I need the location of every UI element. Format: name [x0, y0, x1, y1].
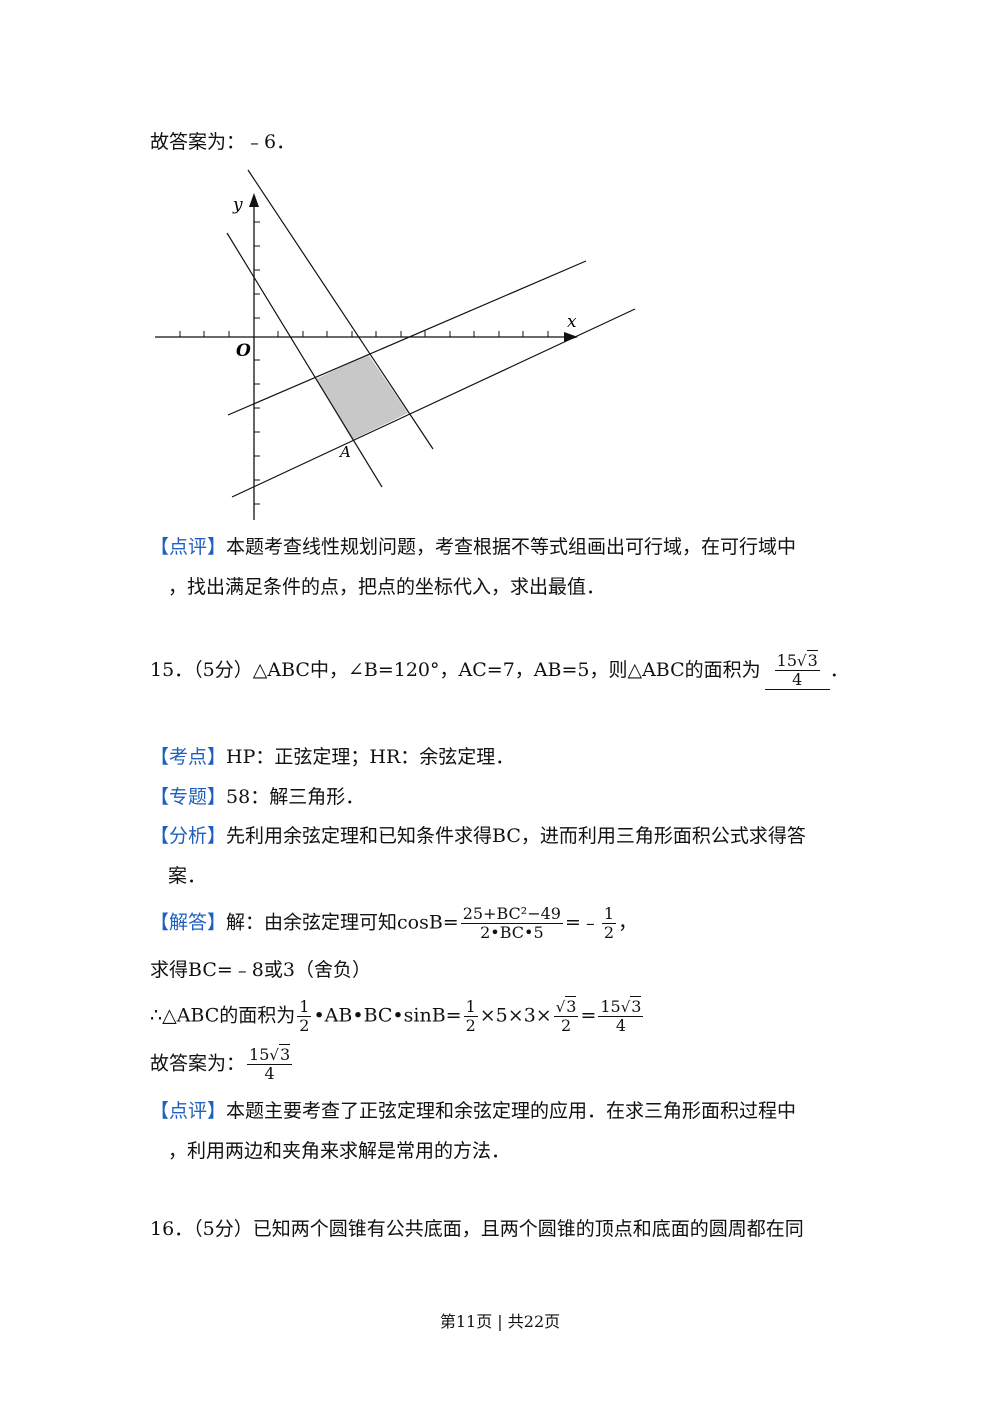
top-answer: 故答案为：﹣6．: [150, 131, 296, 153]
y-axis-arrow: [249, 193, 259, 207]
x-axis-ticks: [179, 331, 549, 337]
review-1-line-2: ，找出满足条件的点，把点的坐标代入，求出最值．: [168, 576, 606, 598]
area-half-num-2: 1: [463, 997, 478, 1017]
review-1-text: 本题考查线性规划问题，考查根据不等式组画出可行域，在可行域中: [226, 536, 797, 558]
fenxi-line-1: 【分析】先利用余弦定理和已知条件求得BC，进而利用三角形面积公式求得答: [150, 822, 806, 850]
origin-label: O: [236, 341, 251, 361]
y-axis-ticks: [254, 221, 260, 505]
cos-numerator: 25+BC²−49: [460, 904, 563, 924]
x-axis-arrow: [564, 332, 578, 342]
question-15-stem: 15．（5分）△ABC中，∠B=120°，AC=7，AB=5，则△ABC的面积为: [150, 659, 761, 681]
area-eq: =: [580, 1004, 597, 1027]
final-den: 4: [264, 1064, 275, 1083]
answer-radicand: 3: [806, 650, 818, 670]
area-mid-2: ×5×3×: [479, 1004, 552, 1027]
answer-den: 4: [792, 670, 803, 689]
feasible-region: [316, 354, 408, 440]
fenxi-tag: 【分析】: [150, 825, 227, 847]
point-a-label: A: [338, 443, 351, 461]
zhuanti-text: 58：解三角形．: [226, 786, 365, 808]
review-tag: 【点评】: [150, 536, 227, 558]
half-numerator: 1: [601, 904, 617, 924]
area-half-den: 2: [299, 1016, 310, 1035]
bc-line: 求得BC=﹣8或3（舍负）: [150, 959, 371, 981]
sin-den: 2: [560, 1016, 572, 1035]
area-result-coef: 15: [600, 997, 621, 1016]
cos-denominator: 2•BC•5: [480, 923, 544, 942]
comma: ，: [618, 911, 638, 934]
review-1-line-1: 【点评】本题考查线性规划问题，考查根据不等式组画出可行域，在可行域中: [150, 533, 796, 561]
fenxi-line-2: 案．: [168, 865, 207, 887]
zhuanti: 【专题】58：解三角形．: [150, 783, 364, 811]
kaodian: 【考点】HP：正弦定理；HR：余弦定理．: [150, 743, 514, 771]
jieda-prefix: 解：由余弦定理可知cosB=: [226, 911, 459, 934]
question-16: 16．（5分）已知两个圆锥有公共底面，且两个圆锥的顶点和底面的圆周都在同: [150, 1218, 804, 1240]
review-2-line-2: ，利用两边和夹角来求解是常用的方法．: [168, 1140, 511, 1162]
question-15-end: ．: [829, 659, 849, 681]
review-2-line-1: 【点评】本题主要考查了正弦定理和余弦定理的应用．在求三角形面积过程中: [150, 1097, 796, 1125]
answer-coef: 15: [776, 651, 798, 670]
constraint-line-2: [226, 232, 383, 488]
area-prefix: ∴△ABC的面积为: [150, 1004, 296, 1027]
kaodian-text: HP：正弦定理；HR：余弦定理．: [226, 746, 515, 768]
half-denominator: 2: [603, 923, 615, 942]
final-radicand: 3: [278, 1044, 291, 1064]
constraint-line-1: [247, 169, 434, 450]
constraint-line-3: [227, 260, 587, 416]
fenxi-text: 先利用余弦定理和已知条件求得BC，进而利用三角形面积公式求得答: [226, 825, 806, 847]
constraint-line-4: [231, 308, 636, 498]
feasible-region-figure: y x O A: [155, 169, 636, 520]
sin-radicand: 3: [565, 996, 577, 1016]
area-result-radicand: 3: [630, 996, 642, 1016]
jieda-tag: 【解答】: [150, 911, 227, 934]
cos-equals: =﹣: [564, 911, 600, 934]
kaodian-tag: 【考点】: [150, 746, 227, 768]
review-2-text: 本题主要考查了正弦定理和余弦定理的应用．在求三角形面积过程中: [226, 1100, 797, 1122]
zhuanti-tag: 【专题】: [150, 786, 227, 808]
page-footer: 第11页 | 共22页: [439, 1312, 561, 1331]
area-result-den: 4: [615, 1016, 627, 1035]
area-half-num: 1: [297, 997, 312, 1017]
final-coef: 15: [249, 1045, 270, 1064]
axis-x-label: x: [567, 312, 577, 332]
review-2-tag: 【点评】: [150, 1100, 227, 1122]
area-mid: •AB•BC•sinB=: [313, 1004, 462, 1027]
final-prefix: 故答案为：: [150, 1052, 246, 1075]
axis-y-label: y: [232, 195, 243, 215]
question-15: 15．（5分）△ABC中，∠B=120°，AC=7，AB=5，则△ABC的面积为…: [150, 650, 849, 690]
area-half-den-2: 2: [465, 1016, 476, 1035]
